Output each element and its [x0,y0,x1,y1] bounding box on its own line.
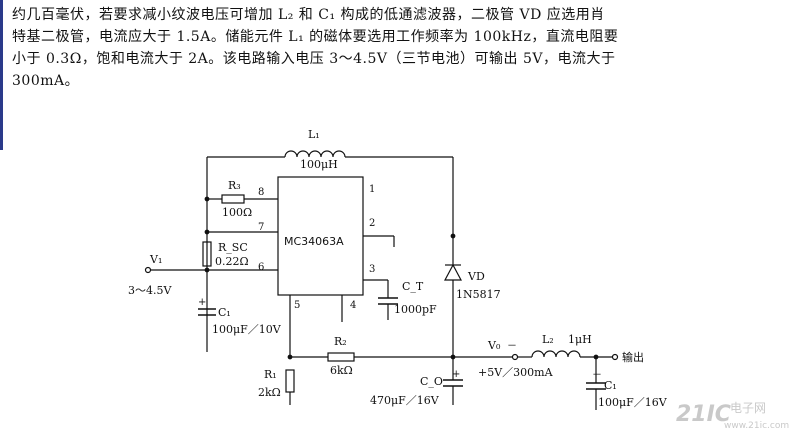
l2-ref: L₂ [542,333,554,346]
paragraph-line-1: 约几百毫伏，若要求减小纹波电压可增加 L₂ 和 C₁ 构成的低通滤波器，二极管 … [12,7,605,23]
v0-terminal [511,353,519,361]
co-plus: + [452,369,460,380]
r2-resistor [290,352,453,362]
watermark-url: www.21ic.com [724,421,789,431]
v0-dash: － [507,341,517,352]
junction-pin1 [450,233,456,239]
r1-resistor [285,369,295,405]
pin-6-label: 6 [258,262,264,273]
c1-input-value: 100μF／10V [212,323,282,336]
v1-terminal [144,266,152,274]
l2-value: 1μH [568,333,592,346]
junction-r3 [204,196,210,202]
c1-input-capacitor [198,308,216,316]
watermark-logo: 21IC [676,402,731,427]
l1-ref: L₁ [308,128,320,141]
pin-4-label: 4 [350,300,356,311]
v1-ref: V₁ [149,253,162,266]
ct-capacitor [363,279,398,320]
vd-diode [444,263,462,357]
output-label: 输出 [622,350,644,364]
left-edge-bar [0,0,3,150]
junction-pin7 [204,229,210,235]
c1-output-capacitor [586,357,606,410]
r2-value: 6kΩ [330,364,353,377]
output-terminal [611,353,619,361]
pin-7-label: 7 [258,222,264,233]
rsc-ref: R_SC [218,241,248,254]
co-ref: C_O [420,375,443,388]
pin-1-label: 1 [369,184,375,195]
c1-output-value: 100μF／16V [598,396,668,409]
c1-input-plus: + [198,297,206,308]
r3-value: 100Ω [222,206,252,219]
vd-ref: VD [467,270,485,283]
co-value: 470μF／16V [370,394,440,407]
rsc-value: 0.22Ω [215,255,249,268]
r1-ref: R₁ [264,368,277,381]
c1-output-minus: － [592,370,602,381]
vd-value: 1N5817 [456,288,501,301]
pin-2-ground [363,235,395,247]
rsc-resistor [202,241,212,267]
pin-5-label: 5 [294,300,300,311]
ct-ref: C_T [402,280,424,293]
v1-value: 3～4.5V [128,284,172,297]
paragraph-line-3: 小于 0.3Ω，饱和电流大于 2A。该电路输入电压 3～4.5V（三节电池）可输… [12,51,616,67]
r3-resistor [207,194,278,204]
ic-name: MC34063A [284,235,344,248]
junction-pin6 [204,267,210,273]
co-capacitor [443,357,463,405]
paragraph-line-2: 特基二极管，电流应大于 1.5A。储能元件 L₁ 的磁体要选用工作频率为 100… [12,29,619,45]
c1-input-ref: C₁ [218,306,231,319]
v0-ref: V₀ [487,339,501,352]
c1-output-ref: C₁ [604,379,617,392]
v0-value: +5V／300mA [478,366,554,379]
pin-8-label: 8 [258,187,264,198]
r1-value: 2kΩ [258,386,281,399]
pin-3-label: 3 [369,264,375,275]
r3-ref: R₃ [228,179,241,192]
l1-value: 100μH [300,158,338,171]
paragraph-line-4: 300mA。 [12,73,80,89]
ct-value: 1000pF [394,303,437,316]
r2-ref: R₂ [334,335,347,348]
text-paragraph: 约几百毫伏，若要求减小纹波电压可增加 L₂ 和 C₁ 构成的低通滤波器，二极管 … [12,4,787,92]
pin-2-label: 2 [369,218,375,229]
watermark: 21IC 电子网 www.21ic.com [676,401,789,431]
watermark-cn: 电子网 [730,401,766,415]
wire-top-l1 [206,150,454,352]
